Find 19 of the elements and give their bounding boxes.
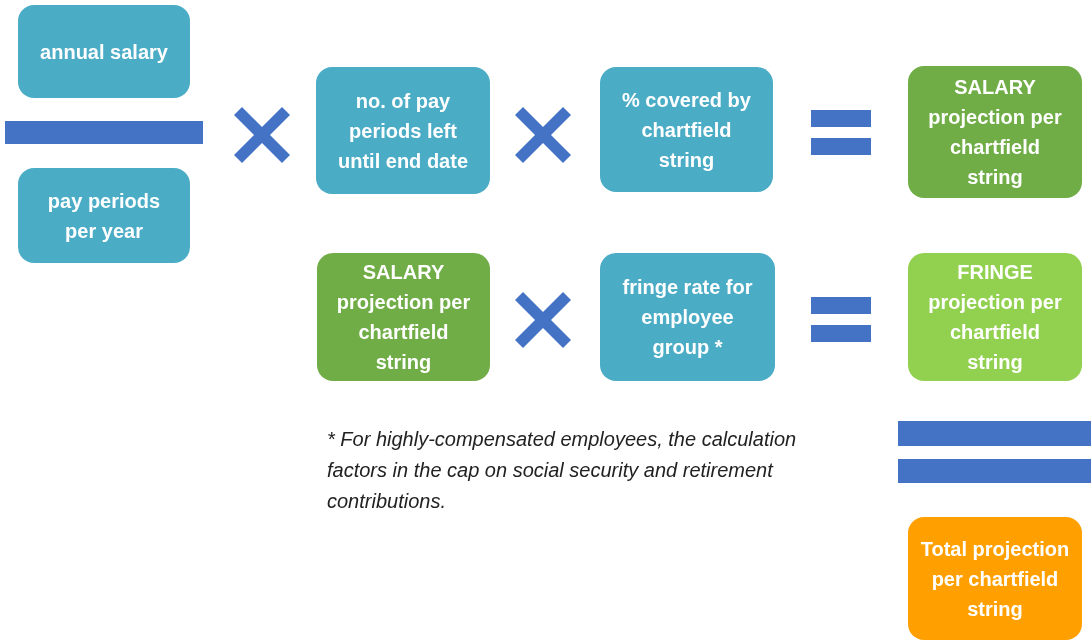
box-text: no. of pay periods left until end date <box>337 88 469 174</box>
box-text: SALARY projection per chartfield string <box>927 75 1063 190</box>
formula-box <box>18 5 190 98</box>
box-text: pay periods per year <box>46 188 162 244</box>
formula-box <box>908 66 1082 198</box>
formula-box <box>18 168 190 263</box>
formula-box <box>908 517 1082 640</box>
box-text: Total projection per chartfield string <box>920 536 1070 622</box>
formula-box <box>600 67 773 192</box>
formula-box <box>317 253 490 381</box>
box-text: % covered by chartfield string <box>621 87 752 173</box>
box-text: SALARY projection per chartfield string <box>335 260 472 375</box>
box-text: annual salary <box>40 39 168 65</box>
formula-box <box>908 253 1082 381</box>
box-text: FRINGE projection per chartfield string <box>927 260 1063 375</box>
formula-box <box>316 67 490 194</box>
formula-box <box>600 253 775 381</box>
box-text: fringe rate for employee group * <box>621 275 754 360</box>
footnote: * For highly-compensated employees, the calculation factors in the cap on social security and retirement contributions. <box>327 427 797 514</box>
